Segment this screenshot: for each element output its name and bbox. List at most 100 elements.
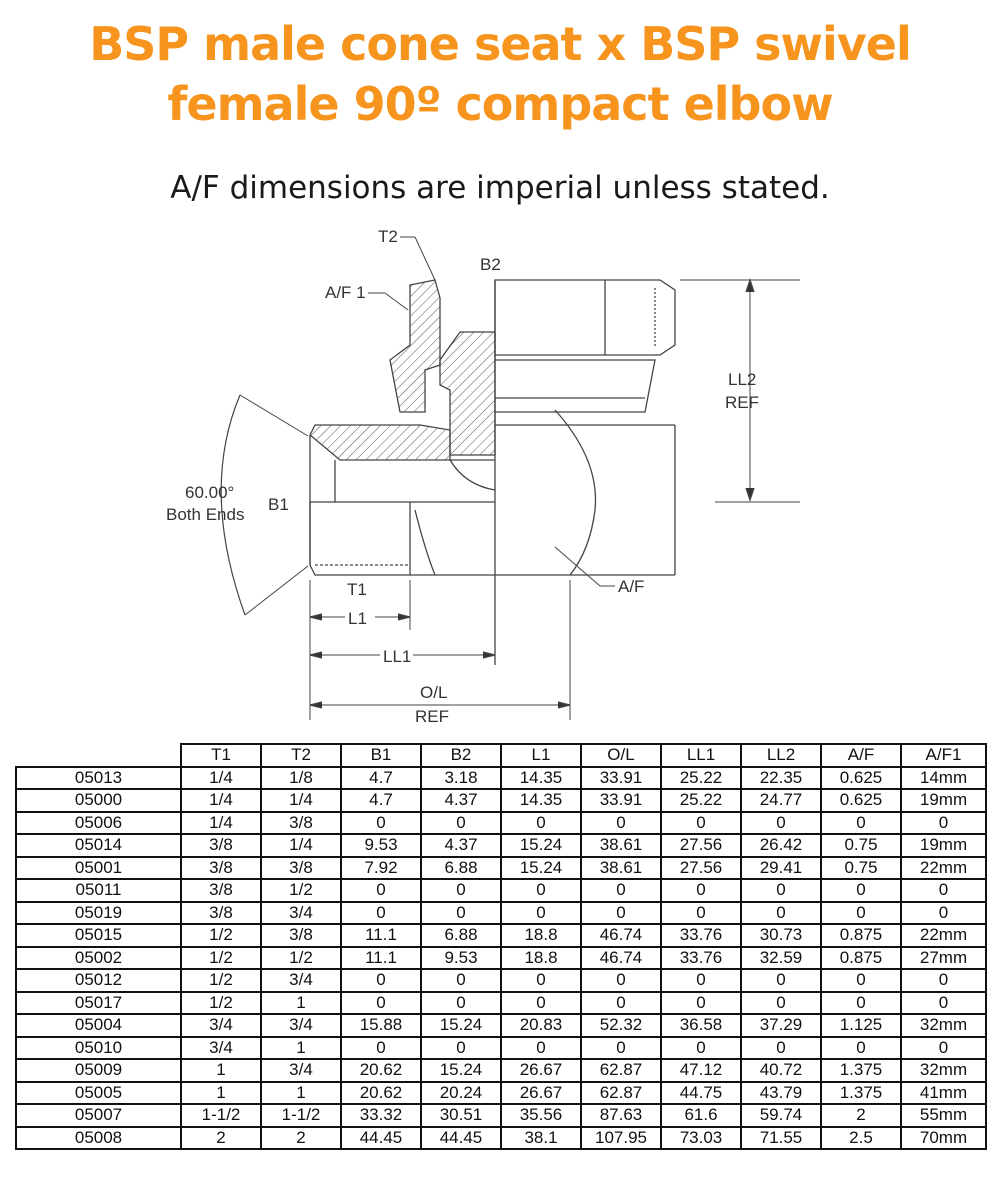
label-af1: A/F 1: [325, 283, 366, 302]
label-ll1: LL1: [383, 647, 411, 666]
cell-t1: 1/2: [180, 945, 262, 970]
cell-ol: 0: [580, 990, 662, 1015]
cell-part-number: 05013: [15, 765, 182, 790]
cell-ll2: 0: [740, 1035, 822, 1060]
cell-af: 0.625: [820, 765, 902, 790]
cell-ll1: 33.76: [660, 923, 742, 948]
cell-l1: 18.8: [500, 923, 582, 948]
cell-l1: 35.56: [500, 1103, 582, 1128]
cell-l1: 0: [500, 878, 582, 903]
title-line-2: female 90º compact elbow: [167, 77, 833, 131]
cell-part-number: 05007: [15, 1103, 182, 1128]
cell-b2: 4.37: [420, 833, 502, 858]
cell-part-number: 05009: [15, 1058, 182, 1083]
cell-af1: 22mm: [900, 923, 987, 948]
cell-t1: 2: [180, 1125, 262, 1150]
cell-l1: 14.35: [500, 788, 582, 813]
cell-ol: 0: [580, 900, 662, 925]
cell-af: 0: [820, 1035, 902, 1060]
cell-ll2: 29.41: [740, 855, 822, 880]
cell-af1: 70mm: [900, 1125, 987, 1150]
label-t2: T2: [378, 227, 398, 246]
cell-t1: 1/4: [180, 810, 262, 835]
cell-t2: 1/4: [260, 833, 342, 858]
cell-b1: 0: [340, 900, 422, 925]
cell-t1: 3/8: [180, 878, 262, 903]
cell-l1: 0: [500, 810, 582, 835]
cell-b2: 6.88: [420, 855, 502, 880]
label-angle-note: Both Ends: [166, 505, 244, 524]
cell-t2: 1/2: [260, 945, 342, 970]
cell-af1: 0: [900, 990, 987, 1015]
cell-b2: 30.51: [420, 1103, 502, 1128]
cell-part-number: 05000: [15, 788, 182, 813]
cell-t1: 1/4: [180, 765, 262, 790]
cell-af: 0.625: [820, 788, 902, 813]
cell-ll2: 26.42: [740, 833, 822, 858]
cell-l1: 0: [500, 990, 582, 1015]
cell-b2: 0: [420, 810, 502, 835]
cell-t2: 3/4: [260, 900, 342, 925]
cell-b1: 0: [340, 1035, 422, 1060]
cell-t2: 1: [260, 1080, 342, 1105]
header-t2: T2: [260, 743, 342, 768]
cell-t2: 3/4: [260, 968, 342, 993]
header-af: A/F: [820, 743, 902, 768]
cell-t2: 3/4: [260, 1058, 342, 1083]
cell-ol: 46.74: [580, 923, 662, 948]
cell-af: 1.125: [820, 1013, 902, 1038]
header-b2: B2: [420, 743, 502, 768]
label-af: A/F: [618, 577, 644, 596]
cell-t2: 1/4: [260, 788, 342, 813]
cell-ll1: 44.75: [660, 1080, 742, 1105]
cell-af1: 19mm: [900, 833, 987, 858]
cell-af1: 27mm: [900, 945, 987, 970]
cell-ll2: 32.59: [740, 945, 822, 970]
header-ll2: LL2: [740, 743, 822, 768]
cell-part-number: 05017: [15, 990, 182, 1015]
cell-af: 0.75: [820, 833, 902, 858]
cell-ll1: 25.22: [660, 765, 742, 790]
cell-af: 1.375: [820, 1080, 902, 1105]
cell-part-number: 05004: [15, 1013, 182, 1038]
cell-ll2: 24.77: [740, 788, 822, 813]
cell-ll1: 0: [660, 990, 742, 1015]
cell-af1: 0: [900, 968, 987, 993]
cell-t1: 3/4: [180, 1035, 262, 1060]
cell-ol: 38.61: [580, 833, 662, 858]
table-header-row: T1 T2 B1 B2 L1 O/L LL1 LL2 A/F A/F1: [16, 743, 987, 768]
cell-b1: 33.32: [340, 1103, 422, 1128]
cell-b2: 15.24: [420, 1058, 502, 1083]
cell-t2: 2: [260, 1125, 342, 1150]
cell-af1: 22mm: [900, 855, 987, 880]
cell-t1: 1-1/2: [180, 1103, 262, 1128]
cell-af: 0: [820, 900, 902, 925]
cell-ll1: 33.76: [660, 945, 742, 970]
cell-b1: 0: [340, 810, 422, 835]
header-part-number: [16, 744, 181, 768]
cell-af1: 55mm: [900, 1103, 987, 1128]
cell-l1: 26.67: [500, 1080, 582, 1105]
cell-b2: 20.24: [420, 1080, 502, 1105]
cell-l1: 20.83: [500, 1013, 582, 1038]
cell-af: 1.375: [820, 1058, 902, 1083]
cell-l1: 38.1: [500, 1125, 582, 1150]
cell-t2: 1: [260, 990, 342, 1015]
cell-t2: 1-1/2: [260, 1103, 342, 1128]
cell-af: 2: [820, 1103, 902, 1128]
cell-b1: 7.92: [340, 855, 422, 880]
cell-l1: 15.24: [500, 855, 582, 880]
cell-ol: 0: [580, 878, 662, 903]
cell-af: 0.75: [820, 855, 902, 880]
cell-ol: 38.61: [580, 855, 662, 880]
cell-b1: 4.7: [340, 788, 422, 813]
cell-t1: 1/2: [180, 990, 262, 1015]
cell-ll1: 73.03: [660, 1125, 742, 1150]
